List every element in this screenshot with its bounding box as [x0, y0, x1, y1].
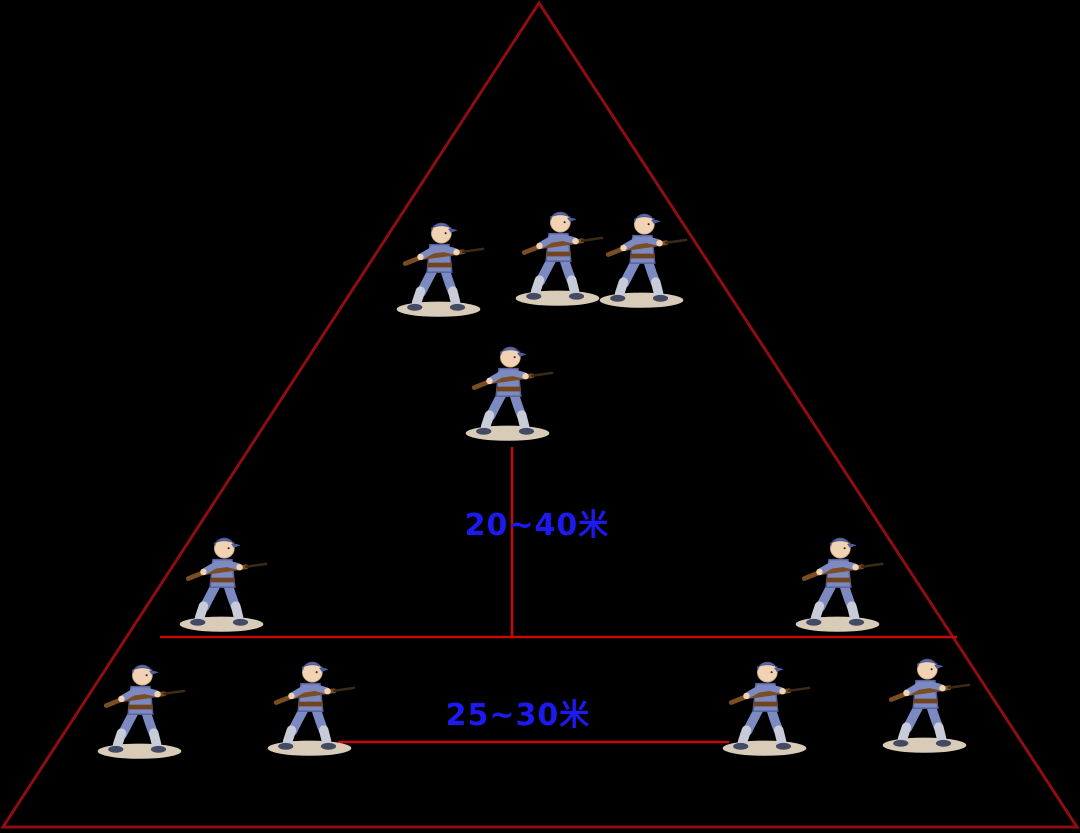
soldier-icon [174, 528, 269, 633]
soldier-icon [92, 655, 187, 760]
horizontal-distance-label: 25~30米 [445, 698, 591, 733]
soldier-icon [510, 202, 605, 307]
soldier-icon [717, 652, 812, 757]
soldier-icon [594, 204, 689, 309]
soldier-icon [460, 337, 555, 442]
soldier-icon [790, 528, 885, 633]
soldier-icon [262, 652, 357, 757]
vertical-distance-label: 20~40米 [464, 508, 610, 543]
soldier-icon [877, 649, 972, 754]
soldier-icon [391, 213, 486, 318]
